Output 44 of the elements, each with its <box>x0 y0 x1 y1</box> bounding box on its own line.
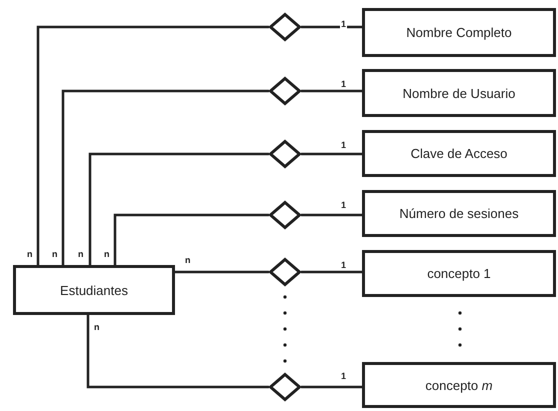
cardinality-label: n <box>26 249 34 259</box>
connector-line <box>36 26 269 265</box>
box-label: concepto 1 <box>427 266 491 281</box>
attribute-box <box>362 69 556 117</box>
connector-line <box>114 214 269 265</box>
connector-line <box>301 270 362 274</box>
box-label: Número de sesiones <box>399 206 519 221</box>
cardinality-label: n <box>51 249 58 259</box>
cardinality-label: 1 <box>340 79 348 89</box>
connector-line <box>86 315 269 388</box>
diamond-shape <box>269 373 301 401</box>
attribute-box <box>362 130 556 177</box>
attribute-box <box>362 362 556 408</box>
attribute-box <box>362 190 556 237</box>
diamond-shape <box>269 201 301 229</box>
cardinality-label: 1 <box>340 140 348 150</box>
connector-line <box>301 152 362 156</box>
box-label: Nombre Completo <box>406 25 512 40</box>
connector-line <box>301 214 362 216</box>
box-label: concepto m <box>425 378 493 392</box>
box-label: Estudiantes <box>60 282 128 298</box>
connector-line <box>301 26 362 28</box>
cardinality-label: n <box>184 255 192 265</box>
attribute-box <box>362 8 556 57</box>
connector-line <box>301 386 362 388</box>
entity-box <box>13 265 175 315</box>
cardinality-label: 1 <box>340 260 348 270</box>
cardinality-label: 1 <box>340 200 348 210</box>
diamond-shape <box>269 77 301 105</box>
connector-line <box>62 90 269 265</box>
cardinality-label: n <box>103 249 110 259</box>
box-label: Nombre de Usuario <box>402 86 516 100</box>
cardinality-label: n <box>77 249 84 259</box>
attribute-box <box>362 250 556 297</box>
cardinality-label: n <box>93 322 100 332</box>
cardinality-label: 1 <box>340 18 348 28</box>
diamond-shape <box>269 13 301 41</box>
connector-line <box>175 270 269 274</box>
cardinality-label: 1 <box>340 371 348 381</box>
diamond-shape <box>269 140 301 168</box>
connector-line <box>301 90 362 92</box>
diamond-shape <box>269 258 301 286</box>
box-label: Clave de Acceso <box>410 146 508 161</box>
connector-line <box>88 152 269 265</box>
